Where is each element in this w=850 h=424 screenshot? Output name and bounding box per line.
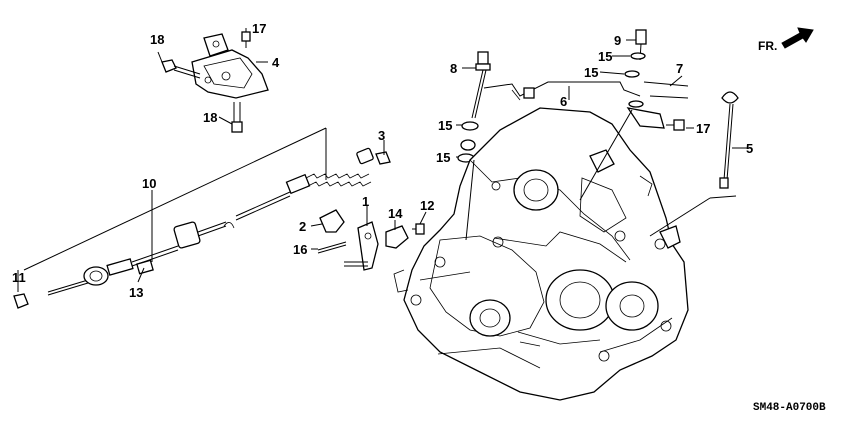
front-direction-label: FR. <box>758 39 777 53</box>
bracket-bolt-small <box>241 31 251 48</box>
shift-cable-bracket <box>191 33 269 99</box>
bracket-bolt-upper <box>161 59 201 79</box>
tube-bolt-9 <box>630 29 647 61</box>
callout-14: 14 <box>388 206 403 221</box>
callout-10: 10 <box>142 176 156 191</box>
callout-8: 8 <box>450 61 457 76</box>
lever-spring <box>319 209 345 233</box>
diagram-code: SM48-A0700B <box>753 402 826 414</box>
callout-16: 16 <box>293 242 307 257</box>
dipstick <box>719 91 739 189</box>
callout-1: 1 <box>362 194 369 209</box>
callout-13: 13 <box>129 285 143 300</box>
front-arrow-icon <box>781 27 814 49</box>
callout-17-b: 17 <box>696 121 710 136</box>
callout-15-a: 15 <box>438 118 452 133</box>
cable-retainer-bolt <box>136 259 154 275</box>
callout-7: 7 <box>676 61 683 76</box>
tube-bolt-17 <box>666 119 685 131</box>
callouts: 1 2 3 4 5 6 7 8 9 10 11 12 13 14 15 15 1… <box>12 21 753 300</box>
tube-bolt-8 <box>471 51 491 119</box>
shift-arm-lever <box>344 221 379 271</box>
washer-15-right <box>624 70 644 108</box>
leader-lines <box>17 28 752 292</box>
callout-15-b: 15 <box>436 150 450 165</box>
cable-clip <box>375 151 391 165</box>
callout-11: 11 <box>12 270 26 285</box>
callout-12: 12 <box>420 198 434 213</box>
lever-bracket <box>385 225 409 249</box>
front-direction-indicator: FR. <box>758 27 814 53</box>
callout-15-c: 15 <box>598 49 612 64</box>
callout-5: 5 <box>746 141 753 156</box>
lever-pin <box>317 241 347 254</box>
cable-end-bushing <box>13 293 29 309</box>
callout-3: 3 <box>378 128 385 143</box>
lever-bolt <box>412 223 425 235</box>
sealing-washer-upper <box>461 121 479 131</box>
callout-9: 9 <box>614 33 621 48</box>
callout-6: 6 <box>560 94 567 109</box>
shift-cable <box>47 147 374 296</box>
tube-7 <box>626 81 689 129</box>
bracket-bolt-lower <box>231 102 243 133</box>
callout-2: 2 <box>299 219 306 234</box>
breather-tube <box>483 81 641 101</box>
callout-18-b: 18 <box>203 110 217 125</box>
callout-18-a: 18 <box>150 32 164 47</box>
callout-15-d: 15 <box>584 65 598 80</box>
transmission-housing <box>393 107 689 401</box>
callout-4: 4 <box>272 55 280 70</box>
callout-17-a: 17 <box>252 21 266 36</box>
